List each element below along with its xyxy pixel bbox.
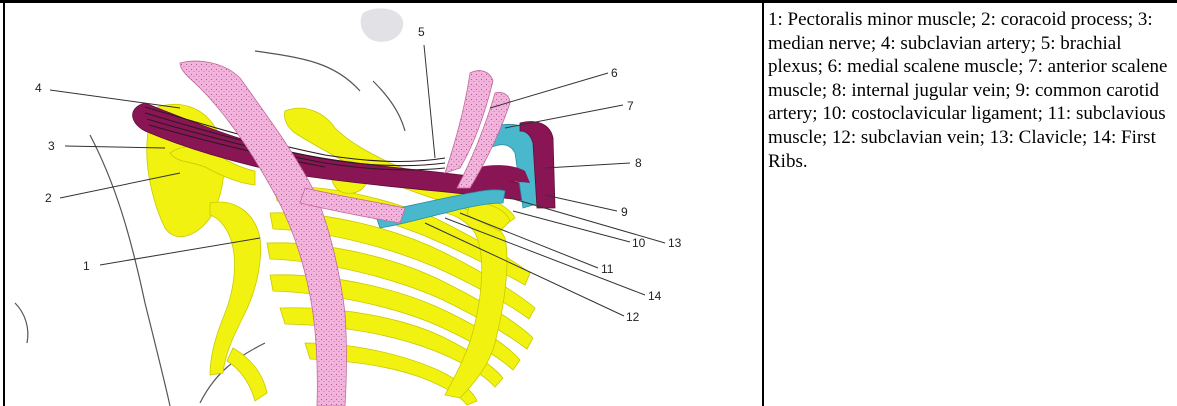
anatomy-figure-cell: 4 3 2 1 5 6 7 8 9 10 13 11 14 12 [5,3,762,406]
label-13: 13 [668,236,682,250]
anatomy-illustration: 4 3 2 1 5 6 7 8 9 10 13 11 14 12 [5,3,762,406]
label-4: 4 [35,81,42,95]
label-12: 12 [626,310,640,324]
label-14: 14 [648,289,662,303]
label-5: 5 [418,25,425,39]
label-2: 2 [45,191,52,205]
label-10: 10 [632,236,646,250]
label-8: 8 [635,156,642,170]
label-9: 9 [621,205,628,219]
label-3: 3 [48,139,55,153]
legend-text: 1: Pectoralis minor muscle; 2: coracoid … [768,8,1168,173]
legend-cell: 1: Pectoralis minor muscle; 2: coracoid … [768,8,1168,400]
label-11: 11 [601,262,614,276]
label-1: 1 [83,259,90,273]
label-7: 7 [627,99,634,113]
label-6: 6 [611,66,618,80]
column-divider [762,0,764,406]
